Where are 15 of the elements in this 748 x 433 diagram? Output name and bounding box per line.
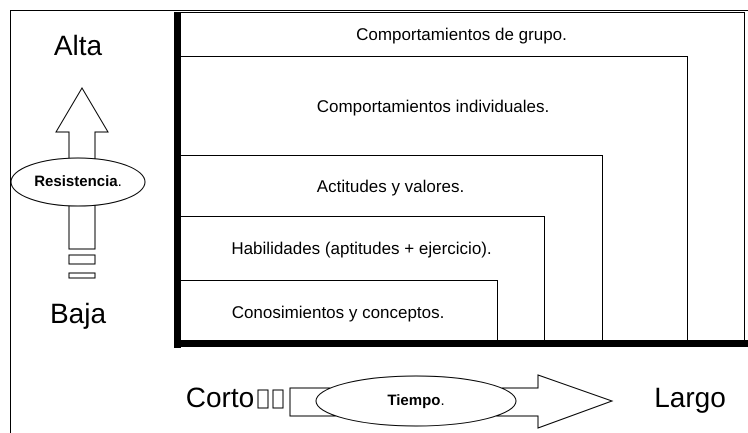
scale-label: Largo xyxy=(654,384,726,412)
level-label: Actitudes y valores. xyxy=(316,176,464,198)
scale-label: Corto xyxy=(186,384,254,412)
level-label: Conosimientos y conceptos. xyxy=(232,302,444,324)
level-box xyxy=(178,280,498,343)
level-label: Comportamientos individuales. xyxy=(316,96,550,118)
level-box xyxy=(178,155,603,343)
level-box xyxy=(178,56,688,343)
axis-title: Resistencia. xyxy=(34,172,122,192)
scale-label: Alta xyxy=(54,32,102,60)
axis-title: Tiempo. xyxy=(387,390,445,411)
level-label: Comportamientos de grupo. xyxy=(356,24,567,46)
level-box xyxy=(178,216,545,343)
scale-label: Baja xyxy=(50,300,106,328)
level-label: Habilidades (aptitudes + ejercicio). xyxy=(231,238,492,260)
